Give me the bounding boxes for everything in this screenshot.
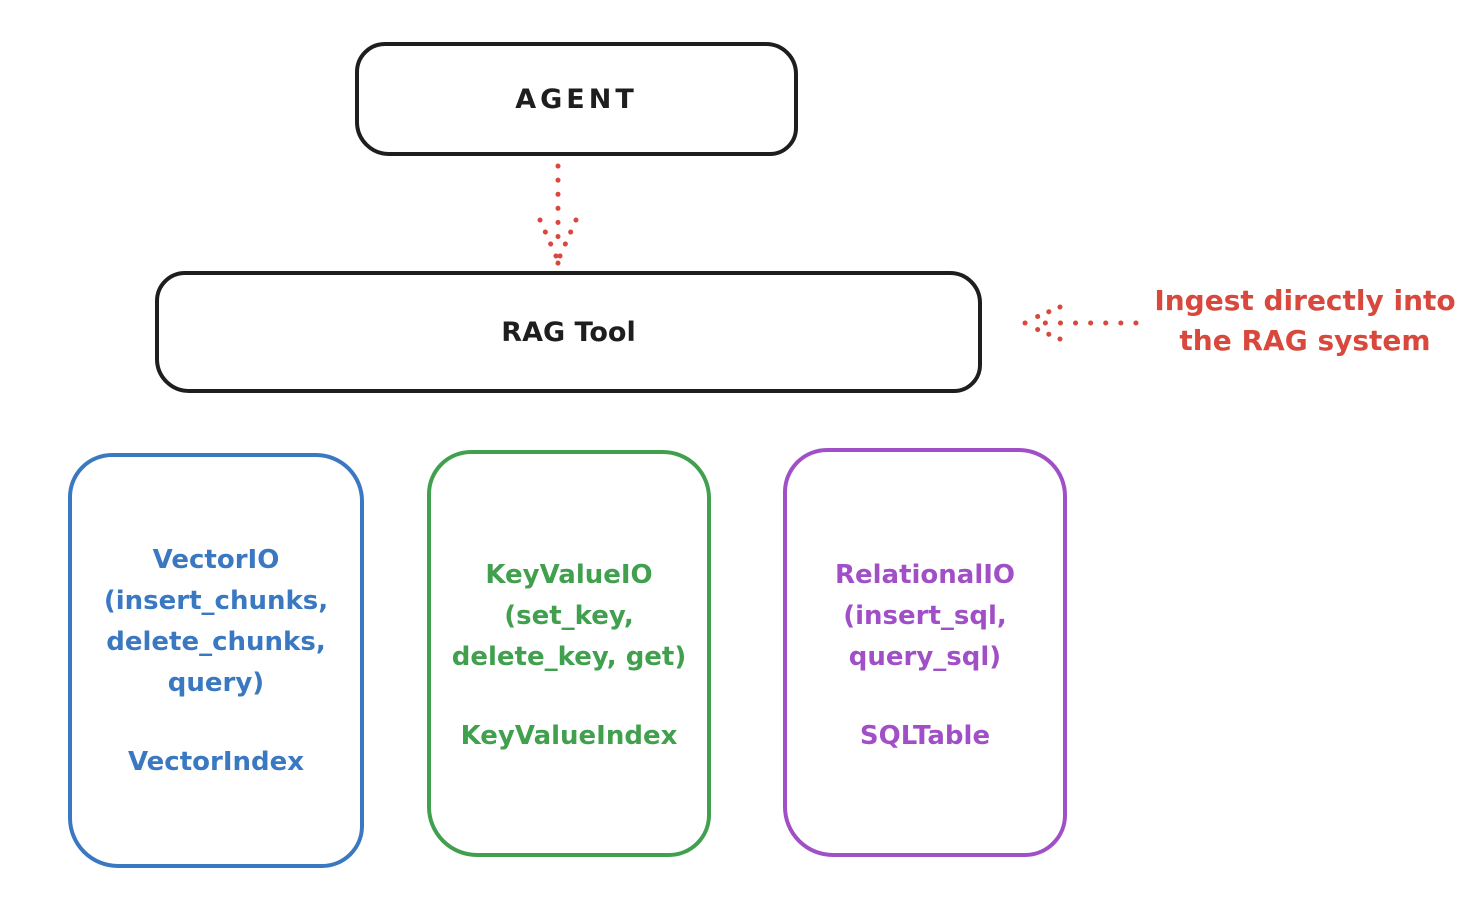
vector-io-line: delete_chunks, <box>106 627 326 657</box>
agent-to-ragtool-arrow-icon <box>537 163 579 266</box>
keyvalue-io-line: KeyValueIO <box>485 560 653 590</box>
keyvalue-io-box: KeyValueIO (set_key, delete_key, get) Ke… <box>427 450 711 857</box>
keyvalue-index-label: KeyValueIndex <box>460 721 678 751</box>
ingest-annotation-line1: Ingest directly into <box>1154 284 1456 317</box>
sql-table-label: SQLTable <box>859 721 991 751</box>
relational-io-line: RelationalIO <box>834 560 1016 590</box>
vector-io-line: VectorIO <box>152 545 280 575</box>
relational-io-line: query_sql) <box>848 642 1002 672</box>
relational-io-line: (insert_sql, <box>843 601 1007 631</box>
rag-tool-label: RAG Tool <box>501 316 636 348</box>
agent-box: AGENT <box>355 42 798 156</box>
relational-io-box: RelationalIO (insert_sql, query_sql) SQL… <box>783 448 1067 857</box>
vector-io-line: query) <box>167 668 265 698</box>
ingest-annotation-line2: the RAG system <box>1179 324 1431 357</box>
vector-io-box: VectorIO (insert_chunks, delete_chunks, … <box>68 453 364 868</box>
keyvalue-io-line: (set_key, <box>504 601 634 631</box>
rag-tool-box: RAG Tool <box>155 271 982 393</box>
keyvalue-io-line: delete_key, get) <box>451 642 687 672</box>
agent-label: AGENT <box>515 83 638 115</box>
vector-index-label: VectorIndex <box>127 747 305 777</box>
ingest-arrow-icon <box>1022 304 1139 342</box>
ingest-annotation: Ingest directly into the RAG system <box>1140 281 1470 361</box>
vector-io-line: (insert_chunks, <box>103 586 329 616</box>
